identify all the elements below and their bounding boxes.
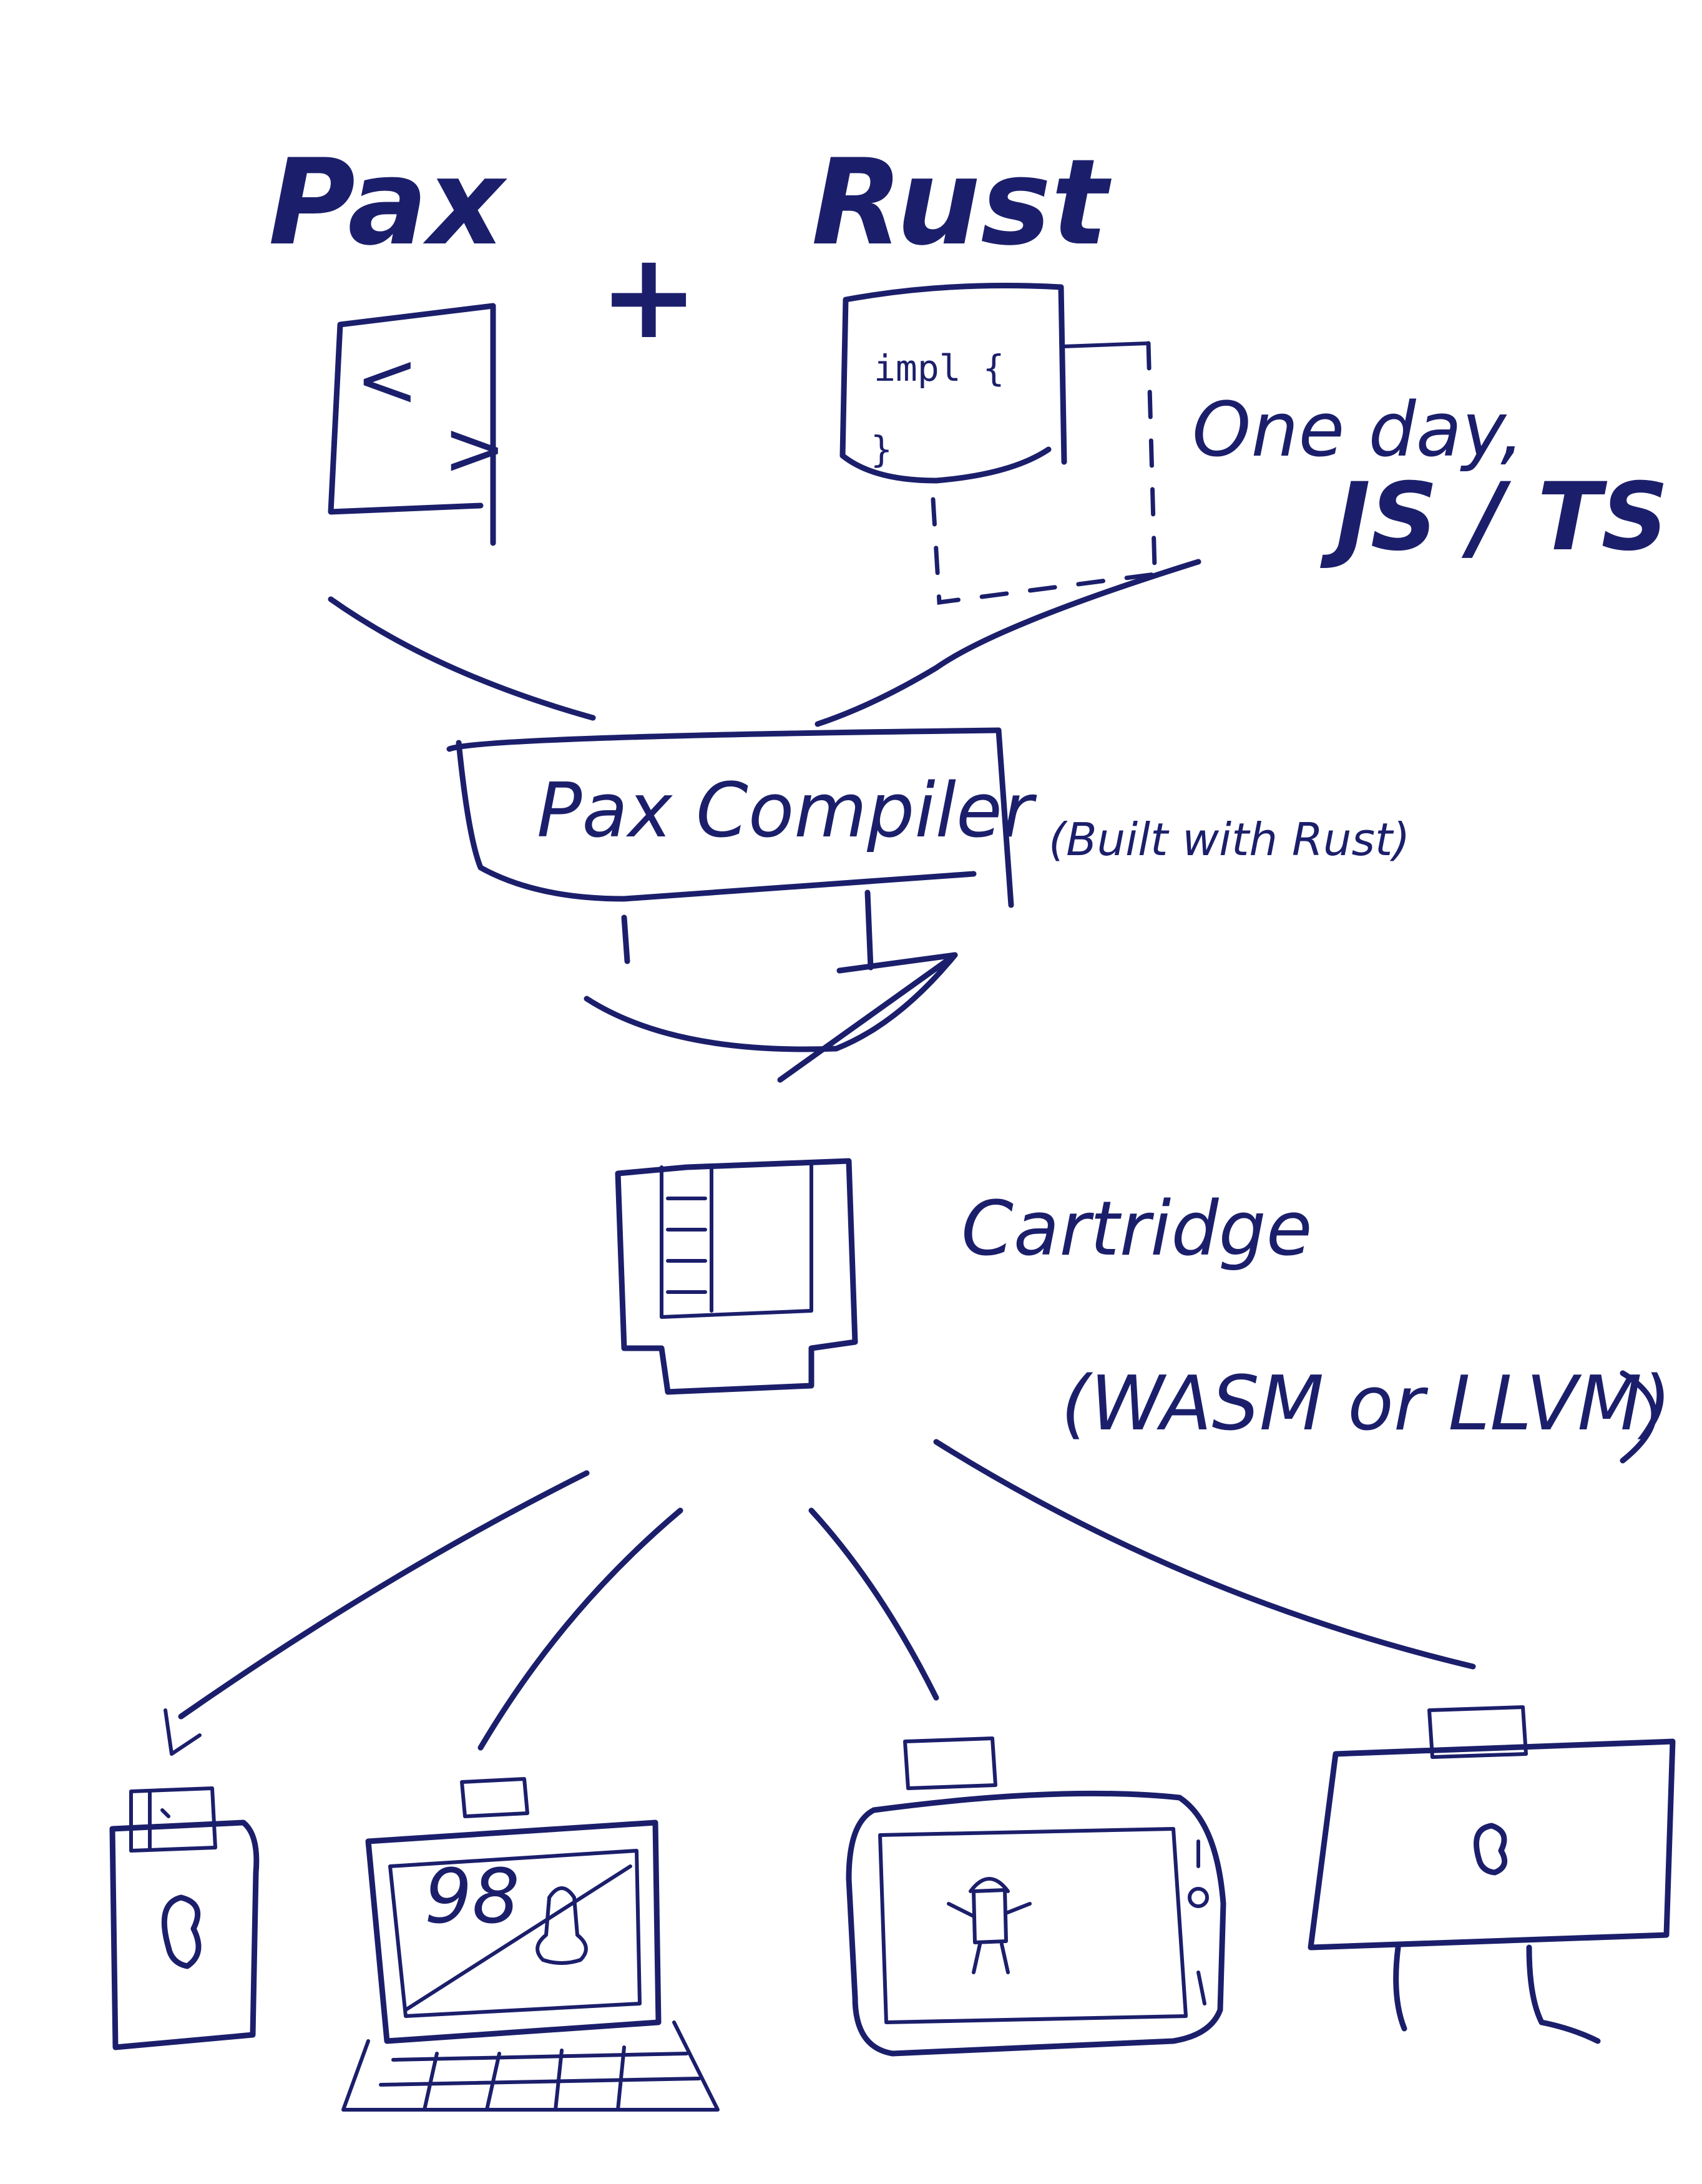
compiler-label: Pax Compiler — [537, 768, 1037, 855]
pax-close-tag: > — [443, 406, 506, 492]
android-logo-icon — [947, 1877, 1032, 1974]
apple-logo-icon — [1474, 1823, 1508, 1876]
compiler-output-arrow-icon — [584, 889, 958, 1083]
mac-desktop-device-icon — [1308, 1705, 1676, 2044]
iphone-device-icon — [109, 1786, 260, 2050]
pax-open-tag: < — [356, 337, 419, 424]
arrowhead-icon — [164, 1708, 202, 1756]
future-note-line1: One day, — [1192, 387, 1524, 474]
rust-file-icon: impl { } — [839, 283, 1150, 484]
laptop-device-icon: 98 — [341, 1777, 720, 2112]
plus-sign: + — [599, 227, 698, 365]
cartridge-label: Cartridge — [961, 1186, 1313, 1273]
distribution-line-phone — [178, 1470, 590, 1720]
compiler-block — [446, 727, 1014, 908]
rust-impl-line: impl { — [874, 347, 1005, 389]
cartridge-format-paren — [1620, 1370, 1657, 1464]
funnel-right-line — [814, 559, 1201, 727]
linux-tux-icon — [536, 1886, 588, 1965]
title-rust: Rust — [811, 134, 1112, 272]
pax-file-icon: < > — [328, 303, 506, 546]
distribution-line-laptop — [477, 1507, 683, 1751]
funnel-left-line — [328, 596, 596, 721]
future-js-ts-file-icon — [931, 341, 1157, 605]
windows-98-badge: 98 — [424, 1854, 520, 1941]
compiler-note: (Built with Rust) — [1049, 813, 1410, 866]
future-note-line2: JS / TS — [1320, 463, 1668, 572]
distribution-line-desktop — [933, 1439, 1476, 1670]
cartridge-icon — [615, 1158, 858, 1395]
android-tablet-device-icon — [846, 1736, 1226, 2057]
apple-logo-icon — [161, 1894, 202, 1969]
cartridge-format: (WASM or LLVM) — [1061, 1361, 1671, 1447]
title-pax: Pax — [268, 134, 507, 272]
distribution-line-tablet — [808, 1507, 939, 1701]
rust-close-brace: } — [871, 428, 893, 471]
